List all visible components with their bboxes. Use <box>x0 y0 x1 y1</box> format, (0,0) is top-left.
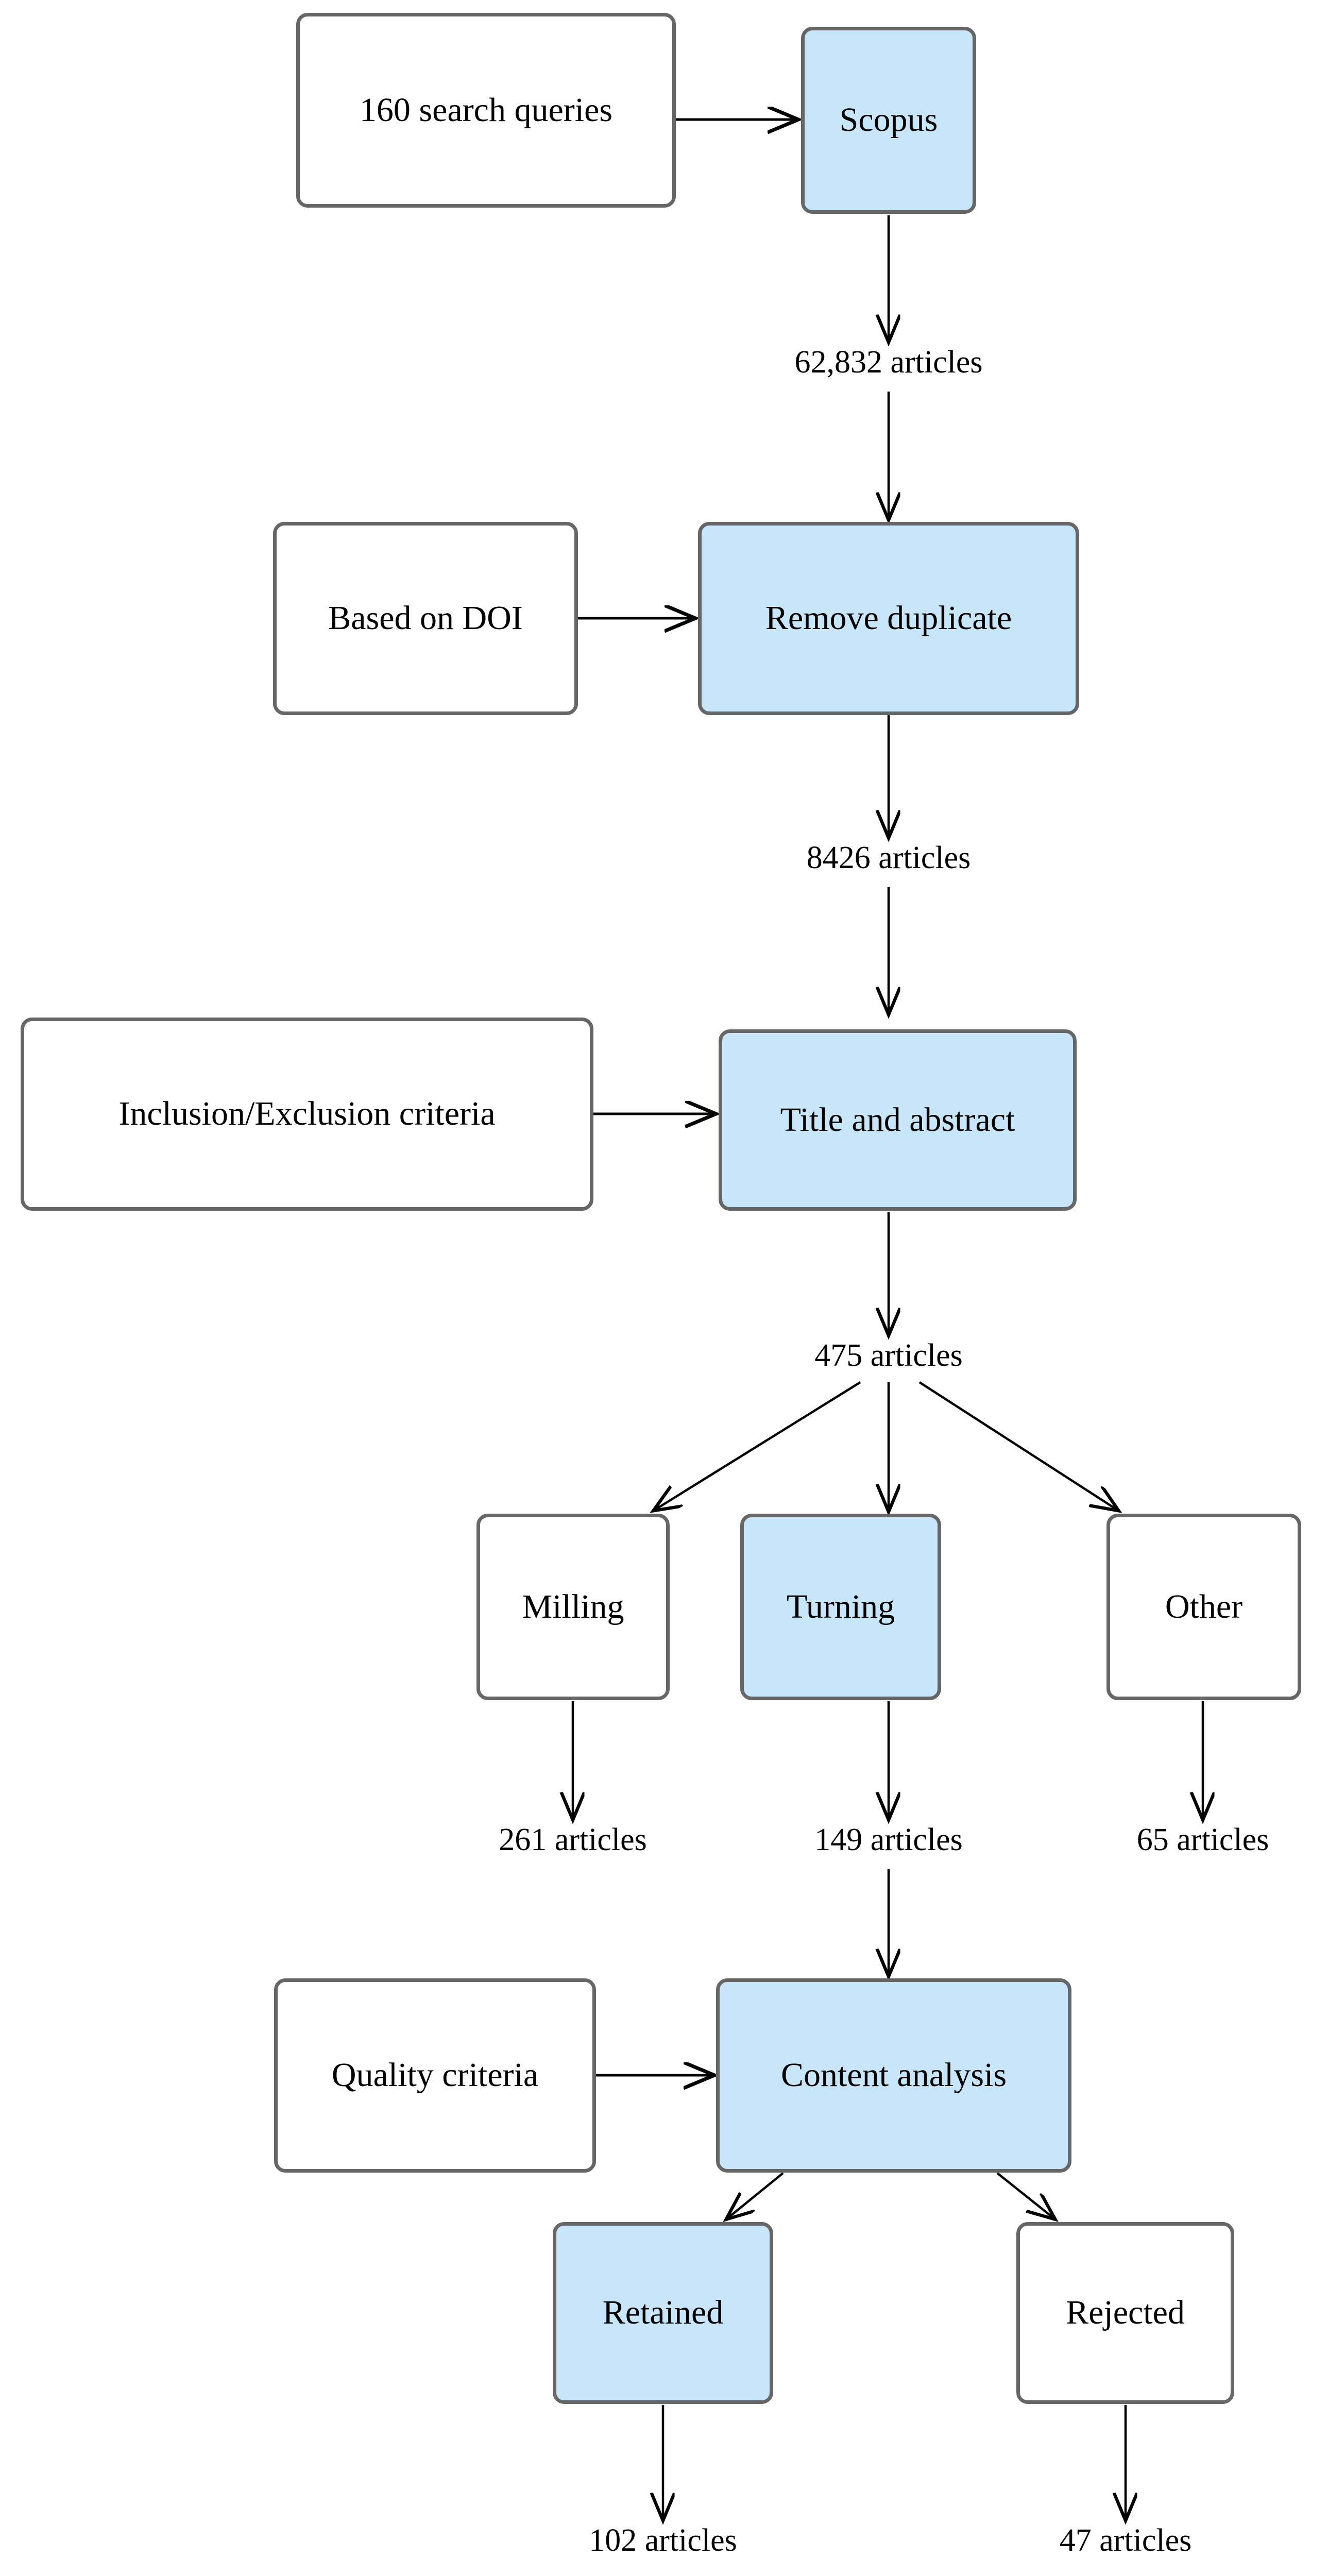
node-rejected-label: Rejected <box>1066 2294 1185 2332</box>
node-milling-label: Milling <box>522 1587 624 1625</box>
node-inclusion-exclusion-criteria[interactable]: Inclusion/Exclusion criteria <box>21 1018 593 1211</box>
node-based-on-doi[interactable]: Based on DOI <box>273 522 578 715</box>
node-quality-criteria[interactable]: Quality criteria <box>274 1978 596 2173</box>
node-based-on-doi-label: Based on DOI <box>328 599 523 637</box>
node-quality-criteria-label: Quality criteria <box>331 2056 539 2094</box>
node-retained[interactable]: Retained <box>553 2222 773 2404</box>
node-other[interactable]: Other <box>1106 1514 1301 1700</box>
edge-label-turning-count: 149 articles <box>814 1822 963 1857</box>
node-content-analysis[interactable]: Content analysis <box>716 1978 1071 2173</box>
node-retained-label: Retained <box>602 2294 724 2332</box>
node-scopus-label: Scopus <box>839 101 938 139</box>
node-title-and-abstract[interactable]: Title and abstract <box>719 1029 1077 1211</box>
edge-content-to-retained <box>728 2172 784 2218</box>
node-remove-duplicate[interactable]: Remove duplicate <box>698 522 1079 715</box>
node-scopus[interactable]: Scopus <box>801 27 976 214</box>
node-other-label: Other <box>1165 1587 1243 1625</box>
edge-label-remove-duplicate-output: 8426 articles <box>806 840 971 875</box>
node-title-and-abstract-label: Title and abstract <box>780 1100 1015 1139</box>
node-inclusion-exclusion-criteria-label: Inclusion/Exclusion criteria <box>118 1095 496 1133</box>
edge-label-scopus-output: 62,832 articles <box>794 345 983 380</box>
edge-split-to-milling <box>655 1381 861 1510</box>
edge-label-milling-count: 261 articles <box>499 1822 647 1857</box>
node-search-queries-label: 160 search queries <box>359 91 613 129</box>
edge-label-title-abstract-output: 475 articles <box>814 1338 963 1373</box>
node-search-queries[interactable]: 160 search queries <box>296 13 676 208</box>
edge-split-to-other <box>918 1381 1117 1510</box>
node-turning-label: Turning <box>786 1587 895 1625</box>
node-milling[interactable]: Milling <box>476 1514 670 1700</box>
edge-label-rejected-count: 47 articles <box>1059 2523 1192 2558</box>
node-remove-duplicate-label: Remove duplicate <box>765 599 1012 637</box>
node-turning[interactable]: Turning <box>740 1514 941 1700</box>
edge-content-to-rejected <box>996 2172 1053 2218</box>
edge-label-retained-count: 102 articles <box>589 2523 737 2558</box>
edge-label-other-count: 65 articles <box>1136 1822 1269 1857</box>
node-rejected[interactable]: Rejected <box>1016 2222 1234 2404</box>
node-content-analysis-label: Content analysis <box>780 2056 1007 2094</box>
